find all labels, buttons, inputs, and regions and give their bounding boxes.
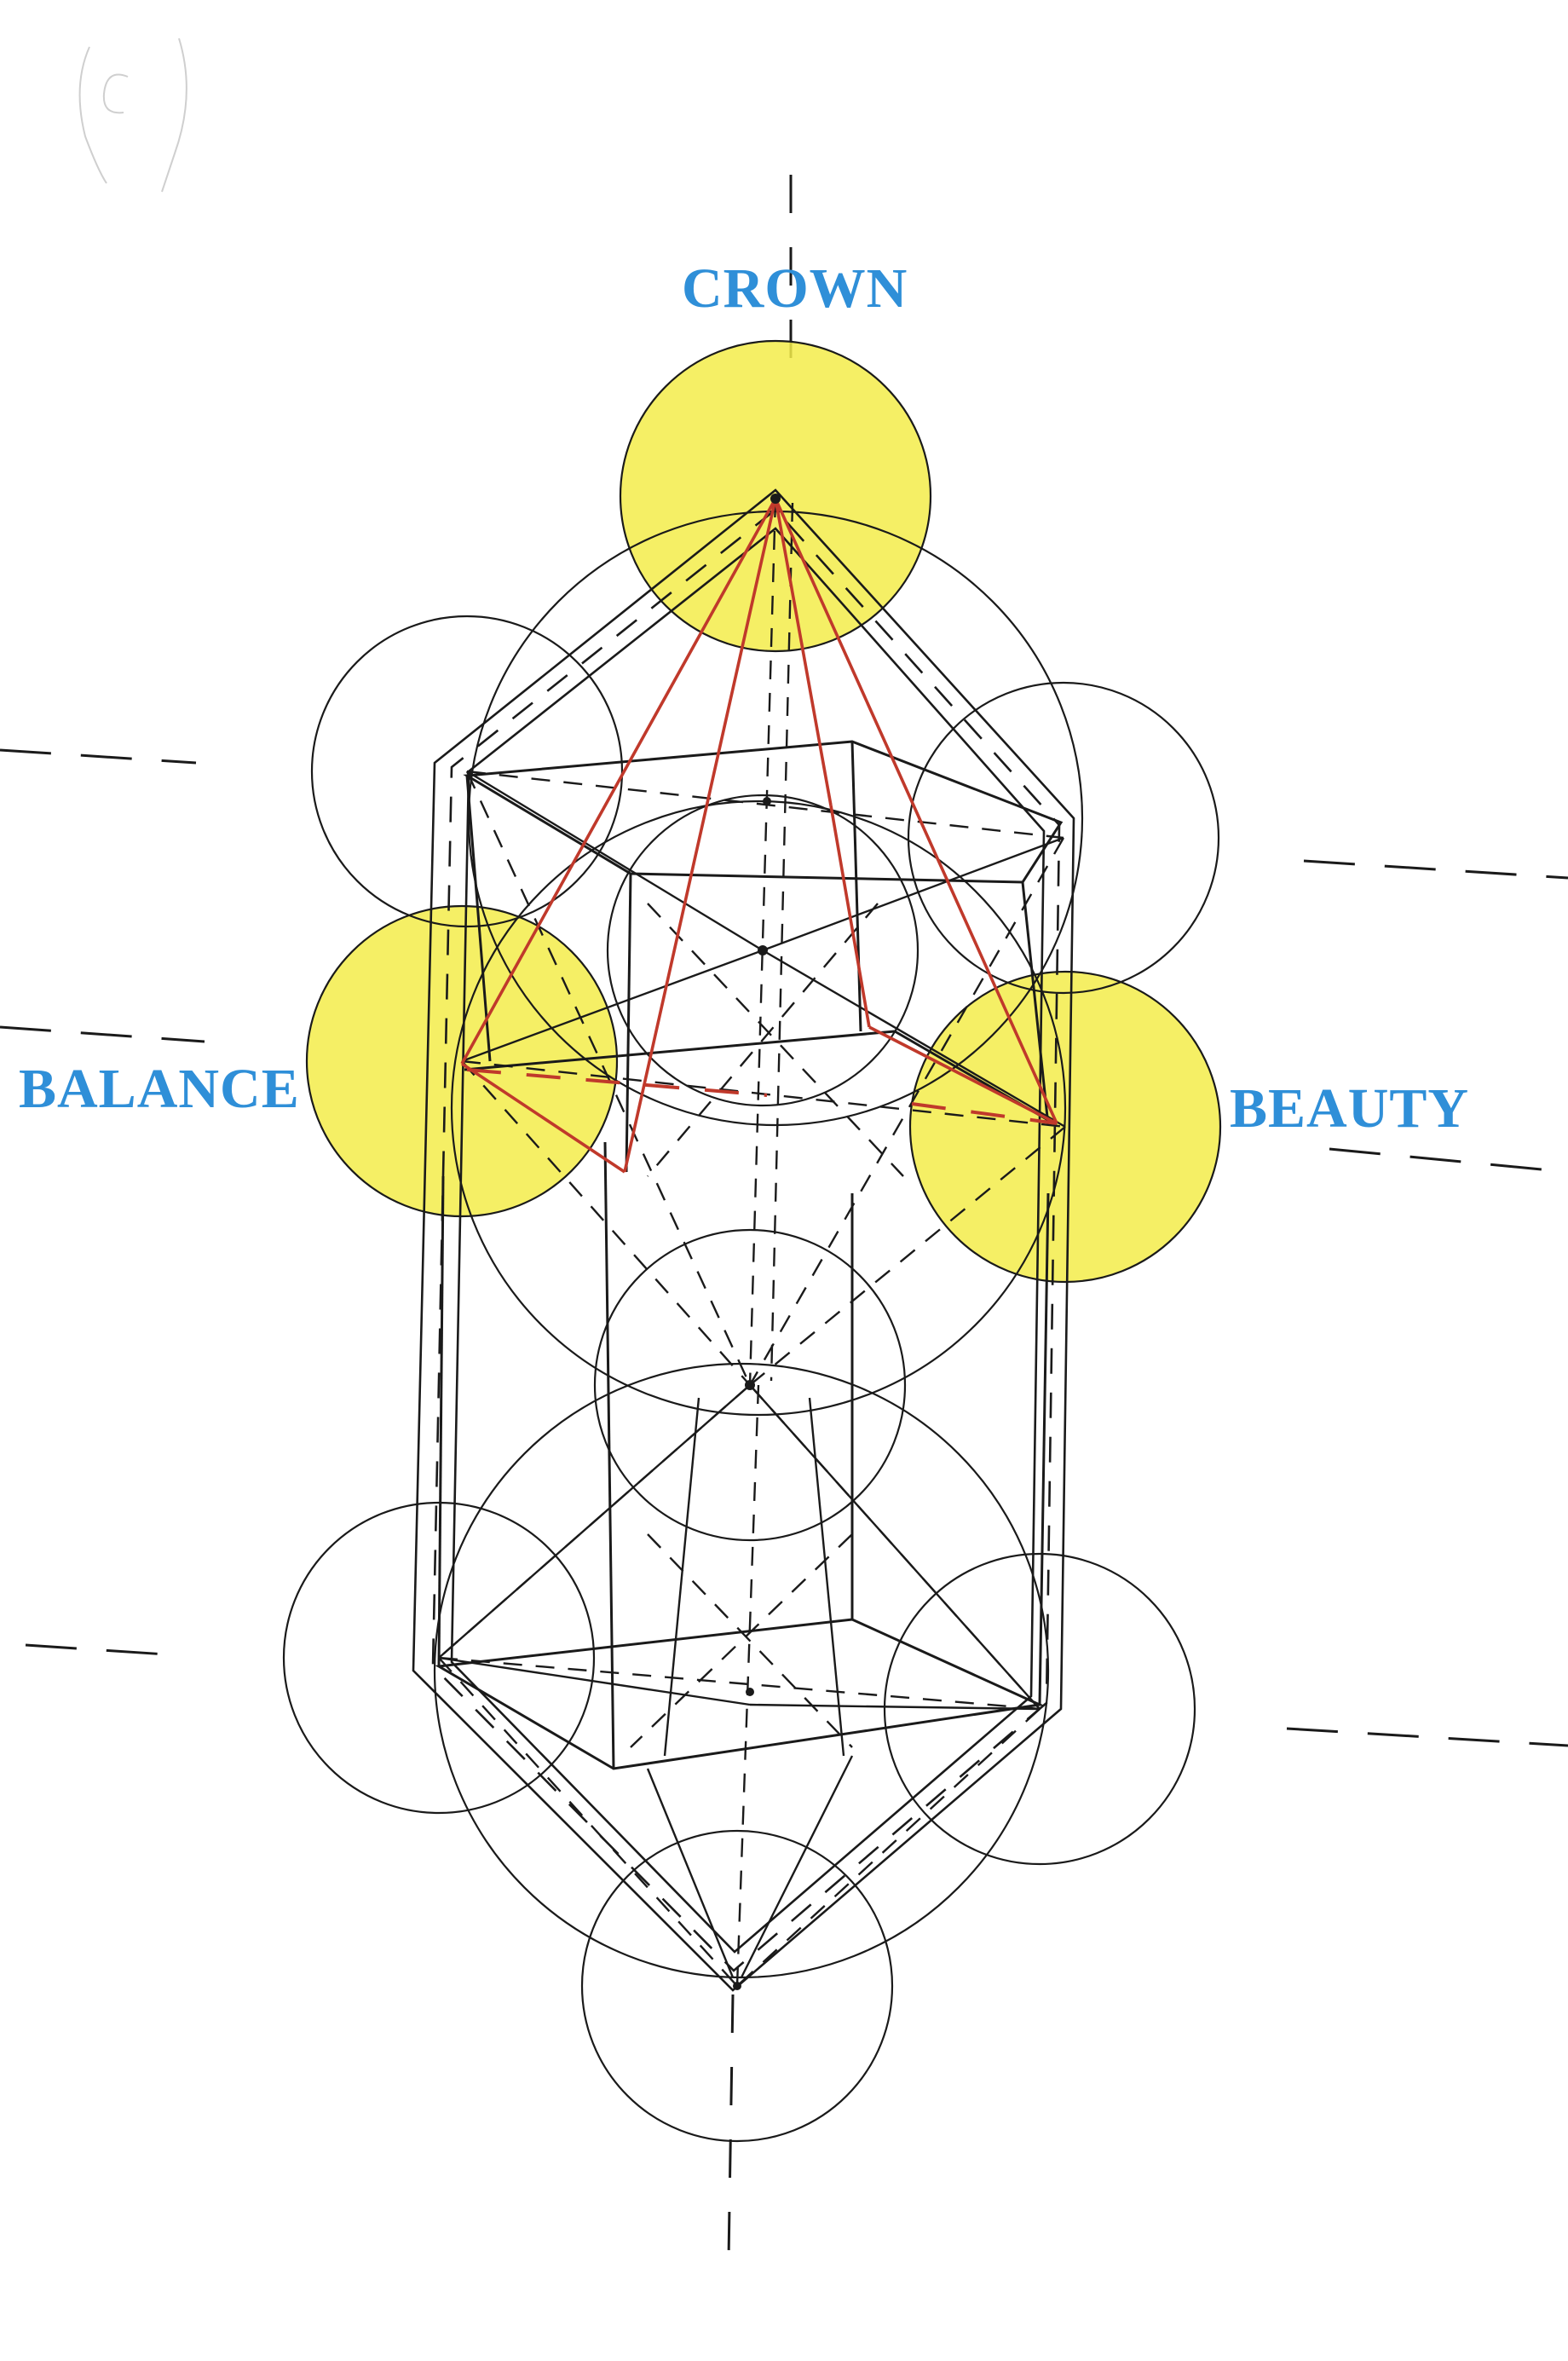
sphere-upper-left xyxy=(310,615,624,928)
beauty-label: BEAUTY xyxy=(1230,1077,1470,1140)
sphere-balance xyxy=(305,904,619,1218)
large-circle-middle xyxy=(450,800,1067,1417)
sphere-bottom xyxy=(580,1829,894,2143)
vertex-dots xyxy=(733,494,781,1990)
sphere-lower-right xyxy=(883,1552,1196,1866)
sphere-beauty xyxy=(908,970,1222,1284)
crown-label: CROWN xyxy=(682,257,908,320)
sphere-outlines xyxy=(282,339,1222,2143)
red-pyramid-dashed xyxy=(466,1068,1058,1125)
balance-label: BALANCE xyxy=(19,1058,300,1120)
central-axis xyxy=(727,175,793,2260)
guide-lines xyxy=(0,748,1568,1747)
sphere-crown xyxy=(619,339,932,653)
sphere-upper-center xyxy=(606,794,919,1107)
red-pyramid xyxy=(460,498,1058,1174)
corner-pencil-mark xyxy=(78,38,187,193)
lower-box xyxy=(435,1141,1050,1770)
sphere-upper-right xyxy=(907,681,1220,995)
sphere-lower-left xyxy=(282,1501,596,1815)
internal-solid-struts xyxy=(438,770,1066,1978)
highlight-spheres xyxy=(307,341,1220,1282)
sphere-middle-center xyxy=(593,1228,907,1542)
